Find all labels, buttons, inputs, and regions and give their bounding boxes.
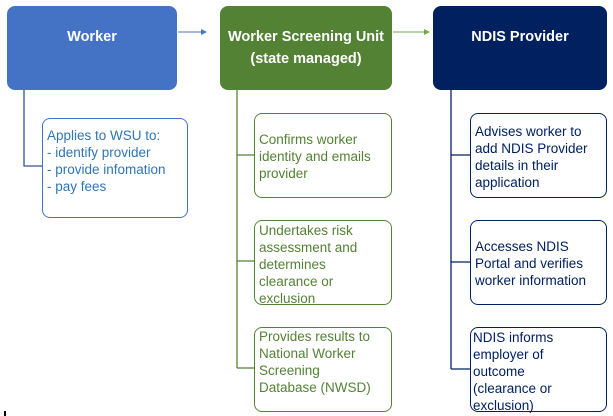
step-text-line: Portal and verifies — [475, 256, 584, 271]
step-text-line: - pay fees — [47, 179, 107, 194]
wsu-title: Worker Screening Unit — [227, 29, 385, 45]
step-text-line: determines — [259, 257, 326, 272]
ndis-step-box: Advises worker to add NDIS Provider deta… — [470, 113, 607, 198]
worker-step-box: Applies to WSU to: - identify provider -… — [42, 118, 188, 218]
worker-branch-connector — [23, 90, 42, 167]
step-text-line: details in their — [475, 158, 559, 173]
step-text-line: Advises worker to — [475, 124, 582, 139]
step-text-line: - identify provider — [47, 145, 151, 160]
text-cursor-mark — [4, 411, 6, 416]
ndis-step-box: NDIS informs employer of outcome (cleara… — [470, 327, 607, 413]
wsu-step-box: Confirms worker identity and emails prov… — [254, 113, 392, 198]
step-text-line: Undertakes risk — [259, 223, 353, 238]
step-text-line: National Worker — [259, 346, 356, 361]
step-text-line: identity and emails — [259, 149, 371, 164]
wsu-step-box: Provides results to National Worker Scre… — [254, 327, 392, 412]
step-text-line: outcome — [473, 364, 525, 379]
worker-title: Worker — [67, 29, 117, 45]
worker-header-box: Worker — [7, 6, 177, 90]
step-text-line: Database (NWSD) — [259, 380, 371, 395]
step-text-line: application — [475, 175, 540, 190]
step-text-line: Provides results to — [259, 329, 371, 344]
step-text-line: clearance or — [259, 274, 334, 289]
step-text-line: exclusion — [259, 291, 316, 306]
step-text-line: NDIS informs — [473, 330, 554, 345]
step-text-line: (clearance or — [473, 381, 552, 396]
wsu-subtitle: (state managed) — [250, 51, 362, 67]
step-text-line: Accesses NDIS — [475, 239, 569, 254]
step-text-line: employer of — [473, 347, 544, 362]
wsu-step-box: Undertakes risk assessment and determine… — [254, 220, 392, 306]
step-text-line: - provide infomation — [47, 162, 166, 177]
step-text-line: add NDIS Provider — [475, 141, 588, 156]
step-text-line: Confirms worker — [259, 132, 358, 147]
step-text-line: Screening — [259, 363, 320, 378]
ndis-header-box: NDIS Provider — [433, 6, 607, 90]
ndis-step-box: Accesses NDIS Portal and verifies worker… — [470, 220, 607, 305]
step-text-line: Applies to WSU to: — [47, 128, 161, 143]
ndis-title: NDIS Provider — [471, 29, 569, 45]
step-text-line: provider — [259, 166, 308, 181]
wsu-header-box: Worker Screening Unit (state managed) — [220, 6, 392, 90]
step-text-line: assessment and — [259, 240, 358, 255]
step-text-line: worker information — [475, 273, 587, 288]
step-text-line: exclusion) — [473, 398, 534, 413]
